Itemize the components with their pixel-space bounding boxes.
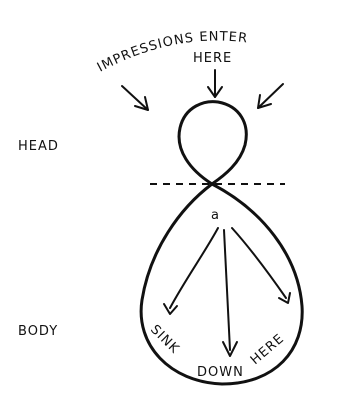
arrow-left (122, 86, 148, 110)
body-loop (141, 184, 302, 384)
label-head: HEAD (18, 139, 59, 154)
arrow-middle (208, 70, 222, 97)
sink-arrow-left (164, 228, 218, 314)
title-here: HERE (193, 51, 232, 66)
sink-arrow-right (232, 228, 290, 303)
label-body: BODY (18, 324, 58, 339)
arrow-right (258, 84, 283, 108)
marker-letter: a (211, 208, 220, 223)
sink-arrow-middle (223, 230, 237, 356)
arrow-label-down: DOWN (197, 365, 244, 380)
arrow-label-sink: SINK (147, 322, 182, 357)
head-loop (179, 102, 246, 184)
